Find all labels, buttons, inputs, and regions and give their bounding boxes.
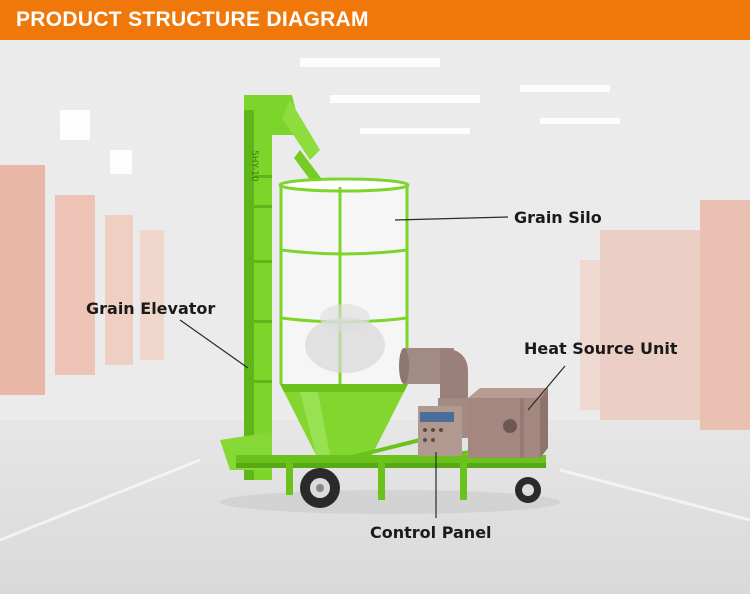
rear-wheel: [515, 477, 541, 503]
background-wall-right: [580, 200, 750, 430]
heat-source-unit: [468, 388, 548, 458]
label-control-panel: Control Panel: [370, 523, 492, 542]
control-panel: [418, 406, 462, 456]
model-marking: 5HY-10: [249, 150, 259, 182]
leader-line-heat: [527, 365, 566, 411]
leader-line-elevator: [179, 319, 249, 369]
label-grain-elevator: Grain Elevator: [86, 299, 216, 318]
grain-silo: [278, 177, 410, 455]
background-wall-left: [0, 165, 164, 395]
front-wheel: [300, 468, 340, 508]
header-band: PRODUCT STRUCTURE DIAGRAM: [0, 0, 750, 40]
header-title: PRODUCT STRUCTURE DIAGRAM: [16, 8, 369, 31]
leader-lines: [179, 216, 566, 518]
leader-line-silo: [394, 216, 509, 221]
label-heat-source-unit: Heat Source Unit: [524, 339, 678, 358]
label-grain-silo: Grain Silo: [514, 208, 602, 227]
